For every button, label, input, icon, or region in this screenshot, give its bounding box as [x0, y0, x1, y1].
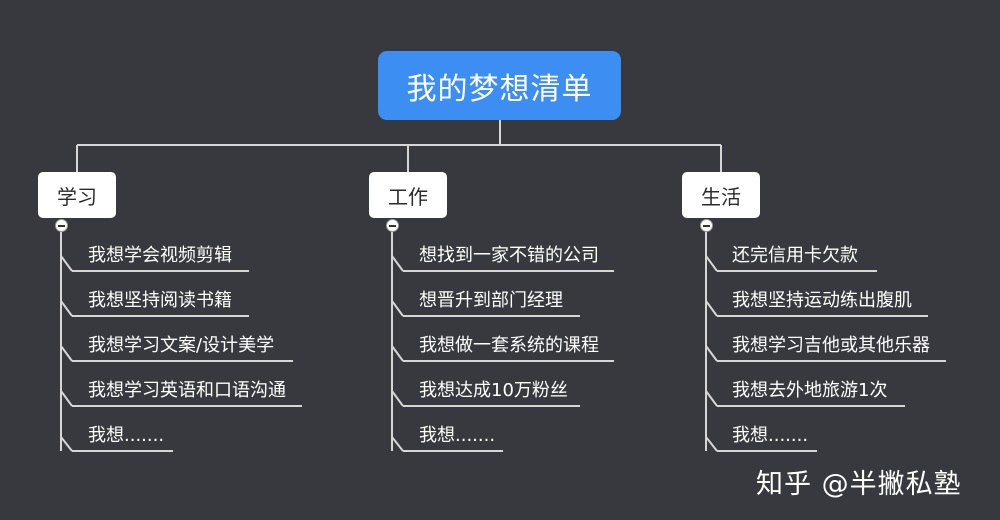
watermark: 知乎 @半撇私塾 [756, 469, 962, 500]
leaf-item[interactable]: 我想学习英语和口语沟通 [88, 380, 286, 401]
branch-label: 工作 [388, 184, 428, 209]
leaf-item[interactable]: 想找到一家不错的公司 [419, 245, 599, 266]
leaf-item[interactable]: 我想坚持阅读书籍 [88, 290, 232, 311]
leaf-item[interactable]: 想晋升到部门经理 [419, 290, 563, 311]
leaf-item[interactable]: 还完信用卡欠款 [732, 245, 858, 266]
root-title: 我的梦想清单 [406, 71, 593, 107]
leaf-item[interactable]: 我想....... [88, 425, 165, 446]
leaf-item[interactable]: 我想达成10万粉丝 [419, 380, 568, 401]
minus-circle-icon[interactable] [700, 219, 713, 232]
branch-label: 生活 [701, 184, 741, 209]
minus-circle-icon[interactable] [55, 219, 68, 232]
branch-node-study[interactable]: 学习 [38, 172, 116, 218]
branch-label: 学习 [57, 184, 97, 209]
leaf-item[interactable]: 我想....... [732, 425, 809, 446]
leaf-item[interactable]: 我想....... [419, 425, 496, 446]
branch-node-work[interactable]: 工作 [369, 172, 447, 218]
leaf-item[interactable]: 我想坚持运动练出腹肌 [732, 290, 912, 311]
root-node[interactable]: 我的梦想清单 [378, 51, 621, 120]
leaf-item[interactable]: 我想学习吉他或其他乐器 [732, 335, 930, 356]
leaf-item[interactable]: 我想做一套系统的课程 [419, 335, 599, 356]
leaf-item[interactable]: 我想去外地旅游1次 [732, 380, 888, 401]
minus-circle-icon[interactable] [386, 219, 399, 232]
leaf-item[interactable]: 我想学会视频剪辑 [88, 245, 232, 266]
leaf-item[interactable]: 我想学习文案/设计美学 [88, 335, 275, 356]
branch-node-life[interactable]: 生活 [682, 172, 760, 218]
